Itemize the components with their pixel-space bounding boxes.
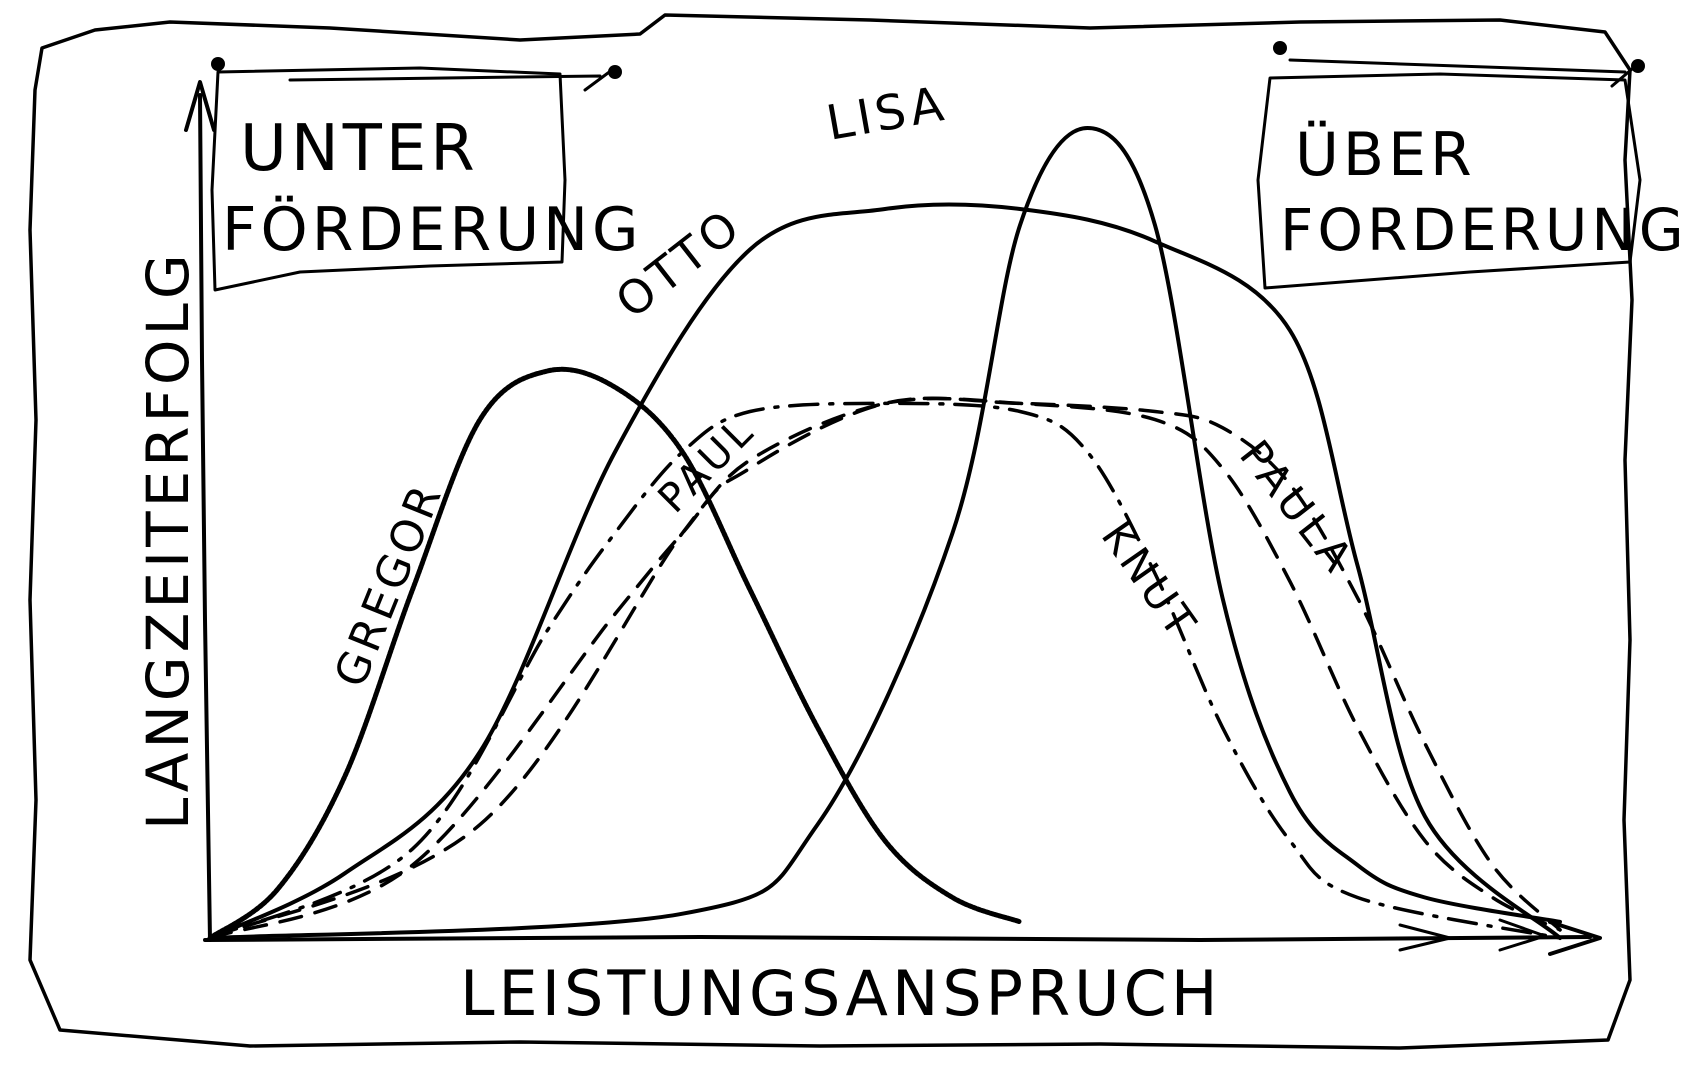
overchallenge-box: ÜBER FORDERUNG [1256,41,1685,290]
overchallenge-label-line2: FORDERUNG [1280,196,1685,264]
series-line-lisa [208,126,1562,940]
underchallenge-label-line1: UNTER [240,112,479,186]
series-label-knut: KNUT [1092,513,1207,649]
y-axis-line [198,93,212,942]
axes: LEISTUNGSANSPRUCH LANGZEITERFOLG [134,80,1602,1030]
series-line-paula [208,396,1562,940]
overchallenge-label-line1: ÜBER [1295,119,1476,190]
box-arrow [288,68,614,92]
underchallenge-box: UNTER FÖRDERUNG [210,57,643,292]
series-label-lisa: LISA [822,76,951,152]
series-labels: GREGOR OTTO LISA PAUL KNUT PAULA [325,76,1364,694]
box-marker-dot [608,65,622,79]
series-line-paul [208,401,1562,940]
series-label-paul: PAUL [650,407,765,522]
overchallenge-box-frame [1256,72,1642,290]
y-axis-label: LANGZEITERFOLG [134,250,202,830]
x-axis-arrowhead [1548,920,1602,956]
x-axis-line [203,935,1592,942]
underchallenge-box-frame [210,66,567,292]
underchallenge-label-line2: FÖRDERUNG [222,194,643,265]
outer-frame [28,13,1634,1050]
box-marker-dot [1273,41,1287,55]
y-axis-arrowhead [184,80,216,132]
box-arrow [1288,58,1640,88]
x-axis-label: LEISTUNGSANSPRUCH [460,957,1221,1030]
series-group [207,126,1562,941]
series-line-gregor [207,366,1023,941]
box-marker-dot [1631,59,1645,73]
box-marker-dot [211,57,225,71]
